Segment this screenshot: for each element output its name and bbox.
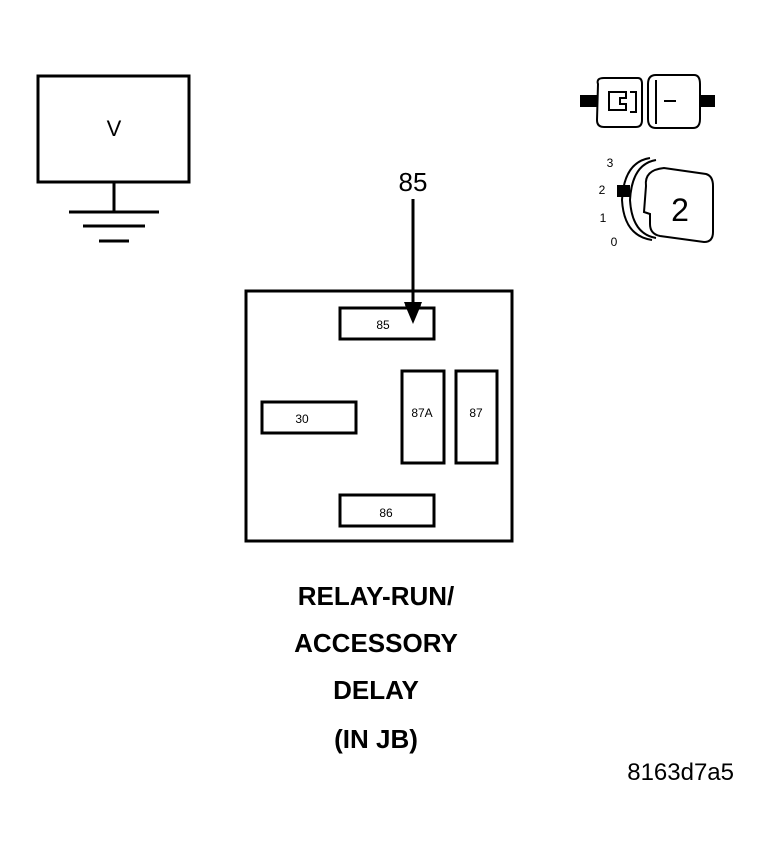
caption-line-3: DELAY <box>333 675 419 705</box>
relay-caption: RELAY-RUN/ ACCESSORY DELAY (IN JB) <box>294 581 458 754</box>
caption-line-4: (IN JB) <box>334 724 418 754</box>
relay-pin-85: 85 <box>338 306 436 341</box>
relay-pin-87-label: 87 <box>469 406 483 420</box>
voltmeter-label: V <box>107 116 122 141</box>
figure-id: 8163d7a5 <box>627 759 734 786</box>
ignition-position-3: 3 <box>607 156 614 170</box>
relay-pin-87a: 87A <box>400 369 446 465</box>
caption-line-2: ACCESSORY <box>294 628 458 658</box>
relay-pin-86: 86 <box>338 493 436 528</box>
ignition-switch-icon: 3 2 1 0 2 <box>599 156 714 249</box>
relay-pin-85-label: 85 <box>376 318 390 332</box>
ignition-position-0: 0 <box>611 235 618 249</box>
relay-pin-87: 87 <box>454 369 499 465</box>
connector-disconnected-icon <box>580 74 715 129</box>
caption-line-1: RELAY-RUN/ <box>298 581 455 611</box>
relay-pin-86-label: 86 <box>379 506 393 520</box>
test-probe: 85 <box>399 167 428 324</box>
ignition-selected-position: 2 <box>671 192 689 228</box>
ground-symbol-icon <box>69 210 159 243</box>
ignition-position-1: 1 <box>600 211 607 225</box>
voltmeter-body <box>36 74 191 184</box>
relay-pin-30: 30 <box>260 400 358 435</box>
relay-pin-30-label: 30 <box>295 412 309 426</box>
ignition-position-2: 2 <box>599 183 606 197</box>
probe-arrow-tip-icon <box>405 305 421 324</box>
probe-pin-label: 85 <box>399 167 428 197</box>
relay-body <box>244 289 514 543</box>
relay: 85 30 87A 87 86 <box>244 289 514 543</box>
relay-pin-87a-label: 87A <box>411 406 432 420</box>
voltmeter: V <box>36 74 191 243</box>
